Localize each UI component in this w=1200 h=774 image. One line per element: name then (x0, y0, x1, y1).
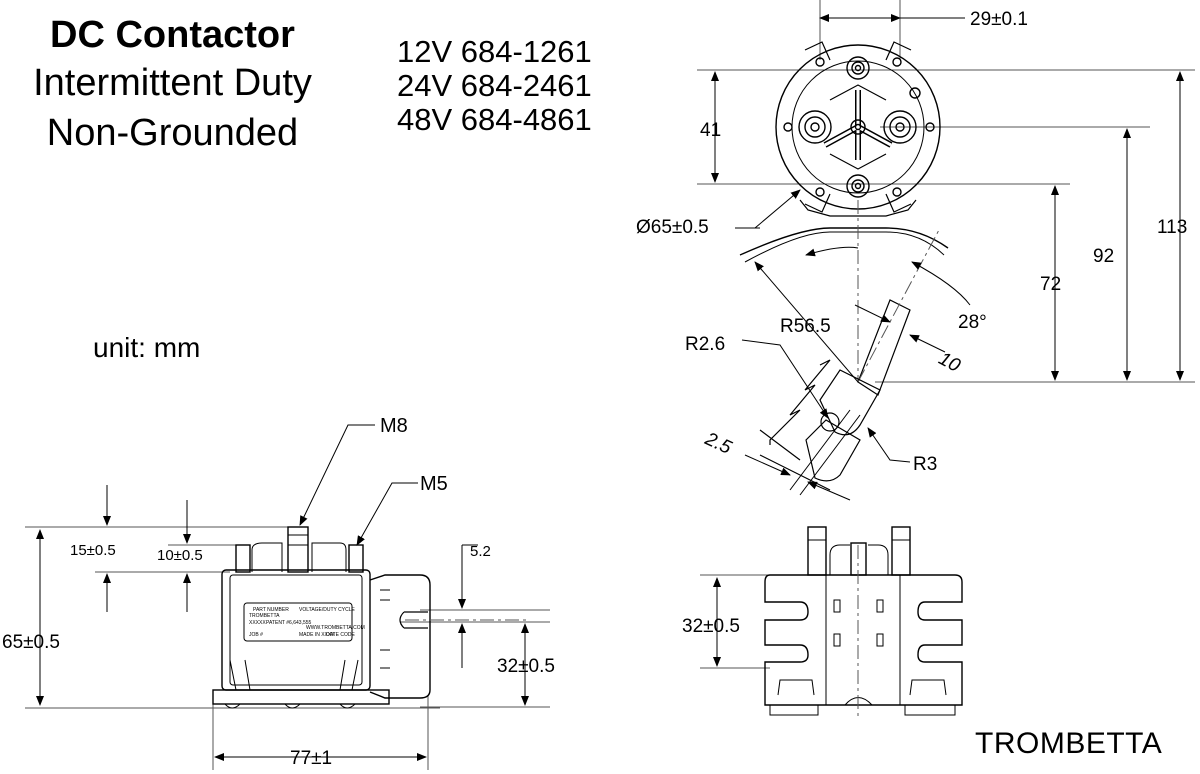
top-view (697, 0, 1195, 496)
plate-maker: TROMBETTA (249, 613, 280, 619)
dim-72: 72 (1040, 274, 1061, 295)
plate-website: WWW.TROMBETTA.COM (306, 625, 365, 631)
label-m8: M8 (380, 415, 408, 437)
front-body (764, 574, 963, 706)
front-view (700, 526, 963, 720)
dim-92: 92 (1093, 246, 1114, 267)
label-plate-text: PART NUMBER TROMBETTA XXXXX PATENT #6,64… (249, 607, 365, 638)
side-base (212, 689, 390, 705)
part-number-24v: 24V 684-2461 (397, 68, 592, 103)
dim-15: 15±0.5 (70, 542, 116, 559)
dim-41: 41 (700, 120, 721, 141)
part-number-12v: 12V 684-1261 (397, 34, 592, 69)
dim-r2-6: R2.6 (685, 334, 725, 355)
label-m5: M5 (420, 473, 448, 495)
dim-32-front: 32±0.5 (682, 616, 740, 637)
title-line-2: Intermittent Duty (33, 62, 312, 104)
dim-10-side: 10±0.5 (157, 547, 203, 564)
m8-stud (287, 526, 309, 573)
dim-65: 65±0.5 (2, 632, 60, 653)
dim-5-2: 5.2 (470, 543, 491, 560)
plate-date-code: DATE CODE (326, 632, 355, 638)
dim-angle-28: 28° (958, 312, 987, 333)
side-view-dimensions (36, 424, 529, 761)
unit-note: unit: mm (93, 332, 201, 363)
side-view (25, 526, 550, 770)
top-view-dimensions (711, 14, 1184, 501)
m5-stud (348, 544, 364, 573)
title-line-3: Non-Grounded (46, 112, 299, 154)
dim-diameter-65: Ø65±0.5 (636, 217, 709, 238)
dim-r3: R3 (913, 454, 937, 475)
plate-job: JOB # (249, 632, 263, 638)
dim-113: 113 (1157, 217, 1187, 238)
dim-2-5: 2.5 (701, 428, 735, 459)
plate-part-number: PART NUMBER (253, 607, 289, 613)
mounting-bracket (369, 574, 431, 699)
brand-label: TROMBETTA (975, 727, 1163, 760)
dim-10: 10 (935, 348, 964, 377)
plate-patent: PATENT #6,643,555 (266, 620, 312, 626)
title-line-1: DC Contactor (50, 14, 295, 56)
plate-made-in: MADE IN XXXX (299, 632, 335, 638)
label-plate (243, 602, 353, 642)
dim-32-side: 32±0.5 (497, 656, 555, 677)
dim-r56-5: R56.5 (780, 316, 831, 337)
dim-29: 29±0.1 (970, 9, 1028, 30)
dim-77: 77±1 (290, 748, 332, 769)
terminal-studs (798, 56, 917, 198)
dimension-labels: 29±0.1 41 Ø65±0.5 113 92 72 28° R56.5 10… (2, 9, 1187, 769)
part-number-48v: 48V 684-4861 (397, 102, 592, 137)
plate-voltage: VOLTAGE/DUTY CYCLE (299, 607, 356, 613)
plate-code: XXXXX (249, 620, 266, 626)
